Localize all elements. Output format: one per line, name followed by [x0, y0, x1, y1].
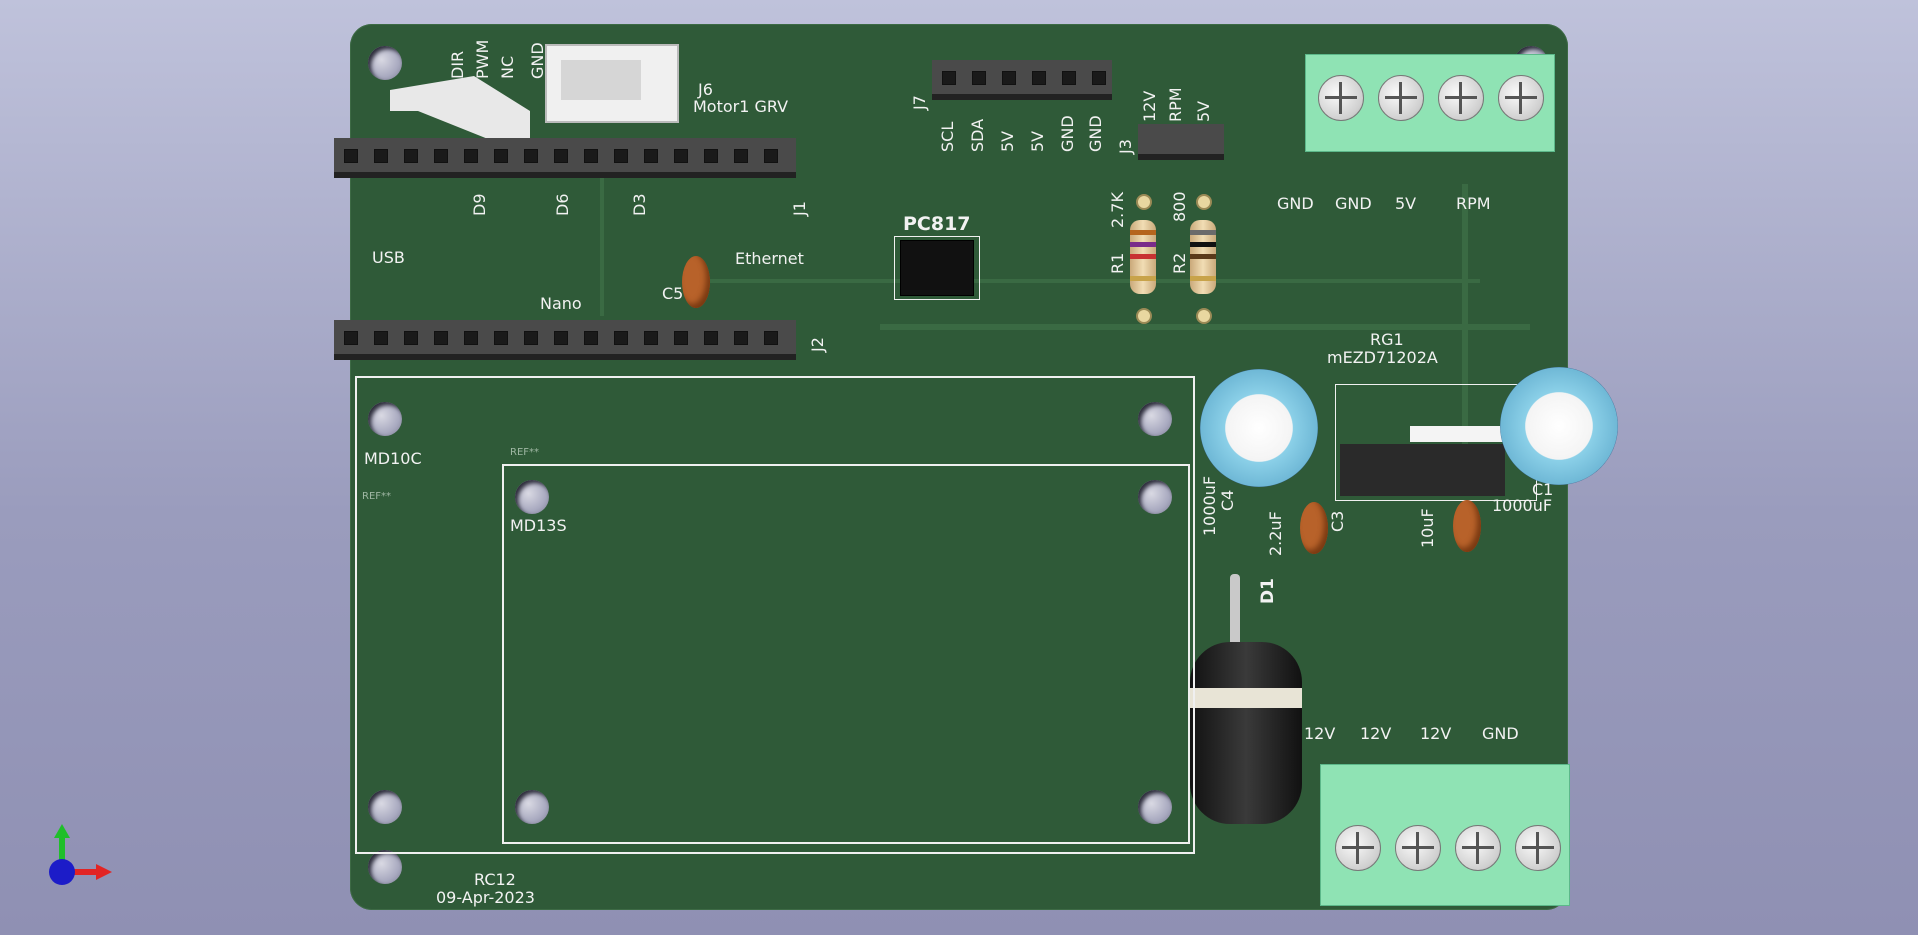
- ref-placeholder: REF**: [510, 447, 540, 458]
- j6-pin-label: GND: [528, 42, 547, 79]
- j1-label-d6: D6: [553, 193, 572, 217]
- pcb-board: DIR PWM NC GND J6 Motor1 GRV D9 D6 D3 J1…: [334, 24, 1618, 910]
- j1-header: [334, 138, 796, 172]
- revision-label: RC12: [474, 870, 516, 889]
- trace: [880, 324, 1530, 330]
- md13s-mount-hole: [515, 480, 549, 514]
- d1-ref: D1: [1258, 578, 1278, 604]
- c4-value: 1000uF: [1200, 475, 1219, 536]
- trace: [1462, 184, 1468, 484]
- j6-ref: J6: [698, 80, 713, 99]
- c1-value: 1000uF: [1492, 496, 1553, 515]
- trace: [600, 146, 604, 316]
- c2-capacitor: [1453, 500, 1481, 552]
- j2-header: [334, 320, 796, 354]
- mounting-hole: [368, 850, 402, 884]
- pc817-optocoupler: [900, 240, 974, 296]
- r1-lead: [1136, 194, 1152, 210]
- md13s-mount-hole: [515, 790, 549, 824]
- j1-ref: J1: [790, 201, 809, 216]
- j1-label-d3: D3: [630, 193, 649, 217]
- c3-capacitor: [1300, 502, 1328, 554]
- j3-pin-label: RPM: [1166, 87, 1185, 122]
- md10c-mount-hole: [1138, 402, 1172, 436]
- r1-lead: [1136, 308, 1152, 324]
- r2-ref: R2: [1170, 252, 1189, 274]
- r1-ref: R1: [1108, 252, 1127, 274]
- r1-resistor: [1130, 220, 1156, 294]
- j1-label-d9: D9: [470, 193, 489, 217]
- j2-ref: J2: [808, 337, 827, 352]
- j6-value: Motor1 GRV: [693, 97, 789, 116]
- j3-pin-label: 12V: [1140, 90, 1159, 122]
- j7-pin-label: 5V: [998, 130, 1017, 152]
- md10c-label: MD10C: [364, 449, 422, 468]
- c1-electrolytic-capacitor: [1500, 367, 1618, 485]
- c2-value: 10uF: [1418, 508, 1437, 548]
- bottom-terminal-label: GND: [1482, 724, 1519, 743]
- rg1-regulator: [1340, 444, 1505, 496]
- j6-pin-label: PWM: [473, 39, 492, 79]
- j7-pin-label: SCL: [938, 121, 957, 152]
- top-terminal-label: GND: [1335, 194, 1372, 213]
- r2-value: 800: [1170, 191, 1189, 222]
- pc817-outline: [894, 236, 980, 300]
- c5-capacitor: [682, 256, 710, 308]
- d1-diode: [1190, 642, 1302, 824]
- bottom-terminal-label: 12V: [1360, 724, 1392, 743]
- nano-label: Nano: [540, 294, 582, 313]
- bottom-terminal-label: 12V: [1304, 724, 1336, 743]
- md10c-footprint: [355, 376, 1195, 854]
- md13s-label: MD13S: [510, 516, 567, 535]
- c5-ref: C5: [662, 284, 684, 303]
- axes-orientation-icon: [46, 820, 116, 890]
- r2-lead: [1196, 308, 1212, 324]
- bottom-terminal-label: 12V: [1420, 724, 1452, 743]
- j6-latch-connector: [390, 76, 530, 139]
- c4-ref: C4: [1218, 489, 1237, 511]
- md10c-mount-hole: [368, 402, 402, 436]
- top-terminal-block: [1305, 54, 1555, 152]
- top-terminal-label: RPM: [1456, 194, 1491, 213]
- bottom-terminal-block: [1320, 764, 1570, 906]
- mounting-hole: [368, 46, 402, 80]
- md10c-mount-hole: [1138, 790, 1172, 824]
- pc817-label: PC817: [903, 213, 971, 235]
- j7-ref: J7: [910, 95, 929, 110]
- r1-value: 2.7K: [1108, 192, 1127, 228]
- ref-placeholder: REF**: [362, 491, 392, 502]
- j3-pin-label: 5V: [1194, 100, 1213, 122]
- r2-resistor: [1190, 220, 1216, 294]
- j7-pin-label: SDA: [968, 118, 987, 152]
- j6-pin-label: DIR: [448, 50, 467, 79]
- c1-ref: C1: [1532, 480, 1554, 499]
- j3-ref: J3: [1116, 139, 1135, 154]
- usb-label: USB: [372, 248, 405, 267]
- md13s-footprint: [502, 464, 1190, 844]
- j7-pin-label: 5V: [1028, 130, 1047, 152]
- r2-lead: [1196, 194, 1212, 210]
- trace: [710, 279, 1480, 283]
- md10c-mount-hole: [368, 790, 402, 824]
- md13s-mount-hole: [1138, 480, 1172, 514]
- rg1-ref: RG1: [1370, 330, 1404, 349]
- c4-electrolytic-capacitor: [1200, 369, 1318, 487]
- j7-header: [932, 60, 1112, 94]
- d1-lead: [1230, 574, 1240, 666]
- top-terminal-label: 5V: [1395, 194, 1417, 213]
- c3-ref: C3: [1328, 510, 1347, 532]
- j7-pin-label: GND: [1086, 115, 1105, 152]
- date-label: 09-Apr-2023: [436, 888, 535, 907]
- j3-header: [1138, 124, 1224, 154]
- j6-connector-body: [545, 44, 679, 123]
- c3-value: 2.2uF: [1266, 511, 1285, 556]
- rg1-value: mEZD71202A: [1327, 348, 1438, 367]
- j7-pin-label: GND: [1058, 115, 1077, 152]
- ethernet-label: Ethernet: [735, 249, 804, 268]
- j6-pin-label: NC: [498, 55, 517, 79]
- top-terminal-label: GND: [1277, 194, 1314, 213]
